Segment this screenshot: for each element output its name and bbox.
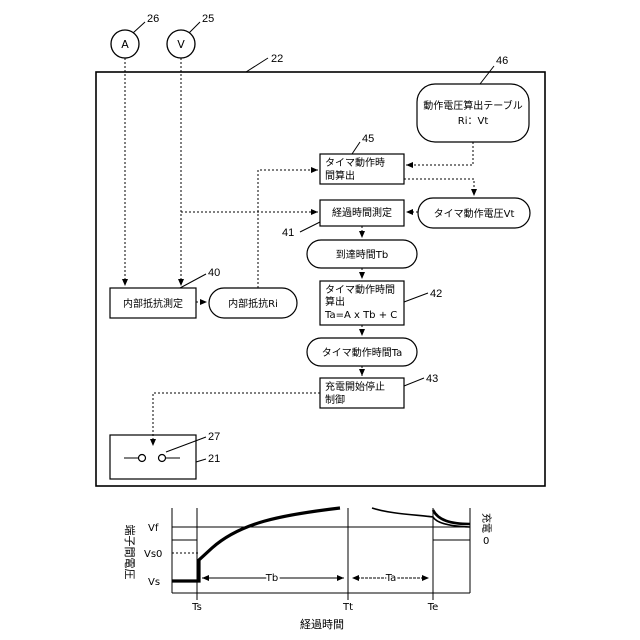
timer-calc-line2: 間算出 bbox=[325, 169, 355, 182]
x-tick-te: Te bbox=[427, 602, 439, 613]
ref-22: 22 bbox=[271, 53, 283, 65]
ref-21: 21 bbox=[208, 453, 220, 465]
ref-40: 40 bbox=[208, 267, 220, 279]
right-charge-label: 充電 bbox=[480, 513, 493, 533]
voltage-graph: Tb Ta Vf Vs0 Vs Ts Tt Te 経過時間 端子間電圧 充電 0 bbox=[123, 508, 493, 631]
x-tick-ts: Ts bbox=[191, 602, 202, 613]
ta-calc-line2: 算出 bbox=[325, 295, 345, 308]
ref-26: 26 bbox=[147, 13, 159, 25]
x-axis-label: 経過時間 bbox=[300, 618, 344, 631]
ref-25: 25 bbox=[202, 13, 214, 25]
ref-42: 42 bbox=[430, 288, 442, 300]
ref-43: 43 bbox=[426, 373, 438, 385]
charge-control-line2: 制御 bbox=[325, 393, 345, 406]
switch-box bbox=[110, 435, 196, 479]
ref-46: 46 bbox=[496, 55, 508, 67]
voltmeter-label: V bbox=[177, 38, 185, 51]
x-tick-tt: Tt bbox=[342, 602, 353, 613]
voltage-table-line1: 動作電圧算出テーブル bbox=[423, 99, 522, 112]
elapsed-measure-label: 経過時間測定 bbox=[332, 206, 392, 219]
ta-calc-line1: タイマ動作時間 bbox=[325, 283, 395, 296]
ammeter: A bbox=[111, 30, 139, 58]
y-tick-vf: Vf bbox=[148, 523, 159, 534]
y-axis-label: 端子間電圧 bbox=[123, 525, 136, 580]
timer-voltage-label: タイマ動作電圧Vt bbox=[434, 207, 515, 220]
voltage-table-line2: Ri：Vt bbox=[458, 116, 489, 127]
timer-time-label: タイマ動作時間Ta bbox=[322, 346, 403, 359]
span-ta-label: Ta bbox=[385, 573, 397, 584]
voltmeter: V bbox=[167, 30, 195, 58]
arrival-time-label: 到達時間Tb bbox=[336, 249, 388, 261]
internal-measure-label: 内部抵抗測定 bbox=[123, 297, 183, 310]
ref-41: 41 bbox=[282, 227, 294, 239]
charge-control-line1: 充電開始停止 bbox=[325, 380, 385, 393]
ref-27: 27 bbox=[208, 431, 220, 443]
ammeter-label: A bbox=[121, 38, 129, 51]
ref-45: 45 bbox=[362, 133, 374, 145]
internal-res-label: 内部抵抗Ri bbox=[228, 297, 278, 310]
ta-calc-line3: Ta=A x Tb + C bbox=[324, 310, 397, 321]
y-tick-vs0: Vs0 bbox=[144, 549, 162, 560]
span-tb-label: Tb bbox=[265, 573, 278, 584]
voltage-table-box bbox=[417, 84, 529, 142]
right-zero-label: 0 bbox=[483, 536, 489, 547]
timer-calc-line1: タイマ動作時 bbox=[325, 156, 385, 169]
y-tick-vs: Vs bbox=[148, 577, 160, 588]
